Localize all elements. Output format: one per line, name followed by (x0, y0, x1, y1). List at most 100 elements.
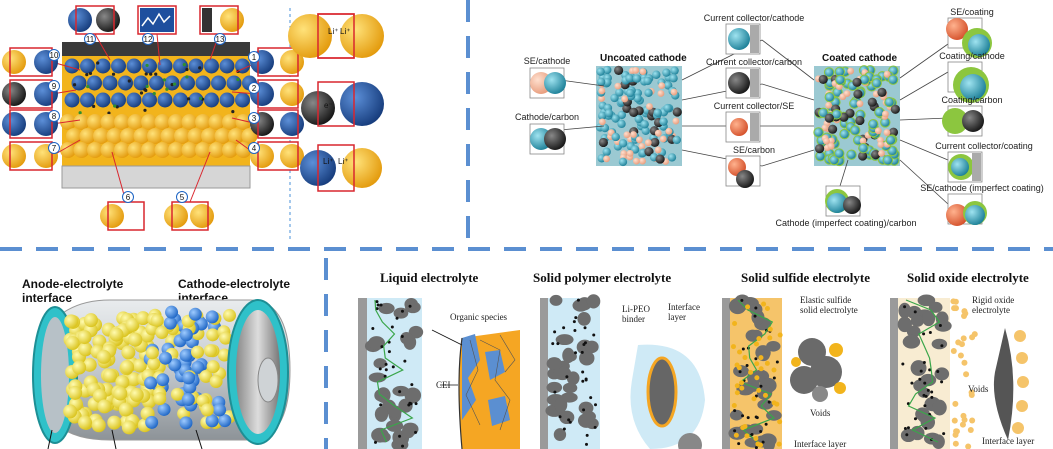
block-particle (602, 147, 611, 156)
carbon-dot (754, 357, 758, 361)
electrolyte-particle (214, 128, 231, 144)
block-particle (860, 75, 869, 84)
electrolyte-particle (100, 114, 117, 130)
electrolyte-particle (168, 142, 184, 158)
interface-number: 4 (252, 144, 257, 153)
carbon-dot (580, 350, 584, 354)
cathode-ball (951, 158, 969, 176)
carbon-dot (376, 303, 380, 307)
polymer-collector (540, 298, 548, 449)
carbon-dot (581, 370, 585, 374)
electrolyte-particle (66, 128, 82, 144)
cathode-ball (179, 348, 193, 362)
block-particle (614, 82, 622, 90)
panel-b-label: Coating/carbon (941, 95, 1002, 105)
block-particle (672, 107, 682, 117)
block-particle (875, 108, 884, 117)
block-particle (823, 137, 830, 145)
electrolyte-particle (73, 142, 90, 158)
block-particle (634, 114, 643, 124)
cathode-particle (71, 75, 87, 91)
cathode-particle (126, 92, 142, 108)
block-particle (885, 97, 894, 107)
carbon-dot (186, 97, 191, 101)
block-particle (672, 135, 681, 145)
electrolyte-particle (235, 142, 252, 158)
oxide-grain (953, 428, 960, 435)
active-particle (546, 357, 562, 370)
electrode-particles (63, 305, 237, 435)
panel-b-label: Current collector/SE (714, 101, 795, 111)
number-badge (248, 112, 260, 124)
sulfide-interface-label: Interface layer (794, 439, 846, 449)
carbon-dot (387, 350, 391, 354)
electrolyte-particle (60, 142, 76, 158)
electrolyte-particles (60, 114, 258, 158)
block-particle (667, 153, 677, 162)
block-particle (630, 131, 637, 138)
cathode-particle (211, 75, 226, 91)
cathode-ball (965, 205, 985, 225)
oxide-title: Solid oxide electrolyte (907, 270, 1029, 285)
anode-ball (91, 418, 106, 433)
block-particle (596, 77, 606, 87)
panel-b-label: Current collector/carbon (706, 57, 802, 67)
anode-ball (128, 332, 143, 347)
cathode-ball (200, 403, 214, 417)
panel-b-leader (899, 117, 949, 121)
block-particle (632, 66, 640, 74)
block-particle (872, 78, 881, 88)
sulfide-dot (771, 400, 777, 406)
cathode-ball (199, 369, 213, 383)
binder-network (905, 299, 941, 443)
interface-box-frame (257, 47, 299, 77)
anode-ball (68, 385, 83, 400)
box-particle-right (220, 8, 244, 32)
block-particle (654, 129, 662, 137)
panel-b-leader (761, 149, 815, 167)
cathode-ball (219, 331, 233, 345)
se-ball (730, 118, 748, 136)
rigid-oxide-label-2: electrolyte (972, 305, 1010, 315)
block-particle (611, 132, 620, 142)
carbon-dot (910, 381, 914, 385)
active-particle (917, 294, 936, 307)
carbon-dot (581, 379, 585, 383)
carbon-dot (918, 377, 922, 381)
cathode-particle (188, 58, 204, 74)
anode-ball (121, 420, 136, 435)
block-particle (850, 99, 859, 108)
anode-ball (107, 415, 122, 430)
carbon-dot (741, 347, 745, 351)
block-particle (888, 75, 898, 84)
liquid-title: Liquid electrolyte (380, 270, 479, 285)
cathode-particle (102, 75, 118, 91)
carbon-dot (182, 62, 186, 67)
e-label: e⁻ (324, 101, 333, 110)
block-particle (855, 115, 865, 126)
cathode-interface-label-1: Cathode-electrolyte (178, 277, 290, 291)
carbon-dot (373, 440, 377, 444)
uncoated-title: Uncoated cathode (600, 53, 687, 64)
cathode-particle (157, 92, 173, 108)
carbon-dot (924, 426, 928, 430)
carbon-dot (938, 324, 942, 328)
sulfide-dot (758, 366, 764, 372)
electrolyte-particle (127, 114, 144, 130)
block-particle (598, 137, 608, 148)
block-particle (835, 67, 844, 77)
box-particle-left (100, 204, 124, 228)
cathode-ball (209, 374, 223, 388)
block-particle (847, 150, 856, 159)
electrolyte-particle (187, 128, 204, 144)
cathode-particle (235, 92, 250, 108)
block-particle (818, 74, 828, 85)
block-particle (853, 89, 863, 99)
elastic-sulfide-label-2: solid electrolyte (800, 305, 858, 315)
block-particle (858, 151, 868, 161)
cathode-ball (145, 415, 159, 429)
block-particle (617, 110, 627, 120)
uncoated-particles (595, 65, 682, 167)
